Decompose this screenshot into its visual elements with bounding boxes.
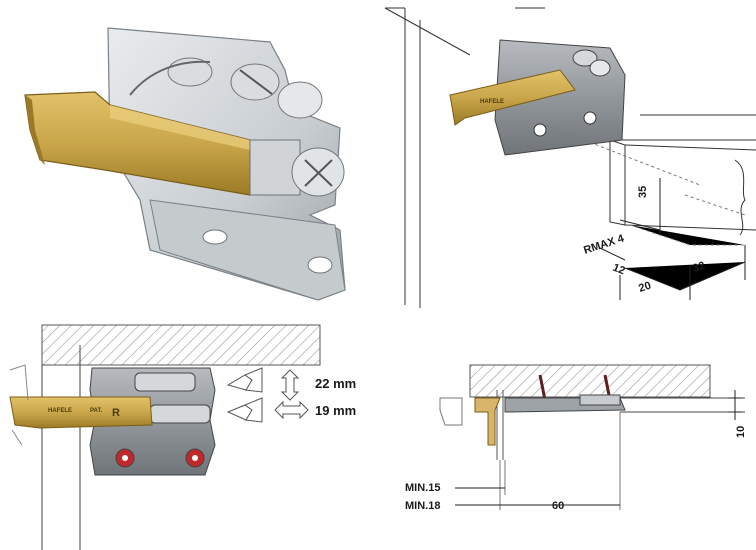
dim-35-label: 35 [637,186,649,198]
mini-brand-text: HAFELE [480,99,504,105]
bracket-3d-illustration [24,27,346,301]
dim-12-label: 12 [611,262,627,278]
front-view-illustration: HAFELE PAT. R 22 mm 19 mm [9,324,356,550]
adjust-22mm-label: 22 mm [315,376,356,391]
dim-10-label: 10 [735,426,747,438]
min18-label: MIN.18 [405,500,440,512]
front-side-mark: R [112,407,120,419]
front-pat-text: PAT. [90,408,102,414]
dim-60-label: 60 [552,500,564,512]
front-brand-text: HAFELE [48,408,72,414]
adjust-19mm-label: 19 mm [315,403,356,418]
dim-32-label: 32 [691,260,706,275]
cabinet-perspective-illustration: HAFELE RMAX 4 35 12 20 32 [384,7,756,308]
side-section-illustration: 10 MIN.15 MIN.18 60 [405,364,747,512]
rmax-label: RMAX 4 [582,232,626,257]
min15-label: MIN.15 [405,482,440,494]
dim-20-label: 20 [637,280,652,295]
